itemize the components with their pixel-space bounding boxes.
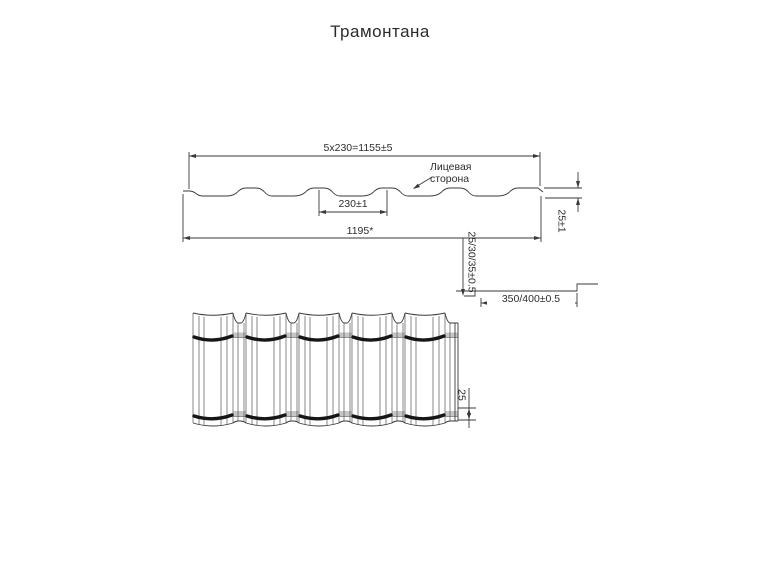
front-view-modules — [192, 312, 458, 427]
step-shadow-band — [351, 413, 393, 421]
valley-band — [445, 332, 458, 338]
valley-band — [233, 411, 246, 417]
wave-bottom-edge — [192, 422, 234, 427]
face-side-label-line1: Лицевая — [430, 161, 472, 173]
wave-top-edge — [351, 312, 393, 316]
dim-modules-total — [188, 152, 541, 189]
step-shadow-band — [192, 413, 234, 421]
step-shadow-band — [298, 334, 340, 342]
wave-top-edge — [298, 312, 340, 316]
wave-bottom-edge — [404, 422, 446, 427]
valley-band — [339, 411, 352, 417]
wave-bottom-edge — [245, 422, 287, 427]
valley-band — [286, 332, 299, 338]
step-shadow-band — [192, 334, 234, 342]
valley-band — [286, 411, 299, 417]
face-side-leader — [413, 176, 433, 189]
wave-top-edge — [245, 312, 287, 316]
step-shadow-band — [404, 413, 446, 421]
valley-band — [339, 332, 352, 338]
profile-outline — [183, 187, 544, 197]
dim-front-step-height — [458, 388, 476, 428]
dim-profile-height — [544, 172, 582, 212]
dim-label-front-step-height: 25 — [455, 389, 468, 401]
dim-module-width — [318, 190, 388, 216]
step-outline — [464, 283, 598, 297]
valley-band — [445, 411, 458, 417]
drawing-title: Трамонтана — [330, 22, 430, 41]
cross-section-profile-drawing — [182, 152, 582, 242]
step-shadow-band — [404, 334, 446, 342]
dim-step-height — [456, 238, 477, 296]
dim-label-step-length: 350/400±0.5 — [487, 294, 575, 305]
dim-label-modules-total: 5x230=1155±5 — [323, 142, 393, 154]
step-shadow-band — [298, 413, 340, 421]
wave-bottom-edge — [351, 422, 393, 427]
wave-top-edge — [192, 312, 234, 316]
valley-band — [392, 332, 405, 338]
front-view-drawing — [192, 312, 476, 428]
dim-label-step-height: 25/30/35±0.5 — [465, 231, 478, 293]
dim-overall-width — [182, 194, 542, 242]
valley-band — [233, 332, 246, 338]
step-shadow-band — [351, 334, 393, 342]
step-shadow-band — [245, 413, 287, 421]
valley-band — [392, 411, 405, 417]
dim-label-overall-width: 1195* — [346, 225, 374, 237]
face-side-label-line2: сторона — [430, 173, 470, 185]
step-shadow-band — [245, 334, 287, 342]
wave-bottom-edge — [298, 422, 340, 427]
wave-top-edge — [404, 312, 446, 316]
dim-label-profile-height: 25±1 — [555, 209, 568, 233]
dim-label-module-width: 230±1 — [338, 198, 368, 210]
